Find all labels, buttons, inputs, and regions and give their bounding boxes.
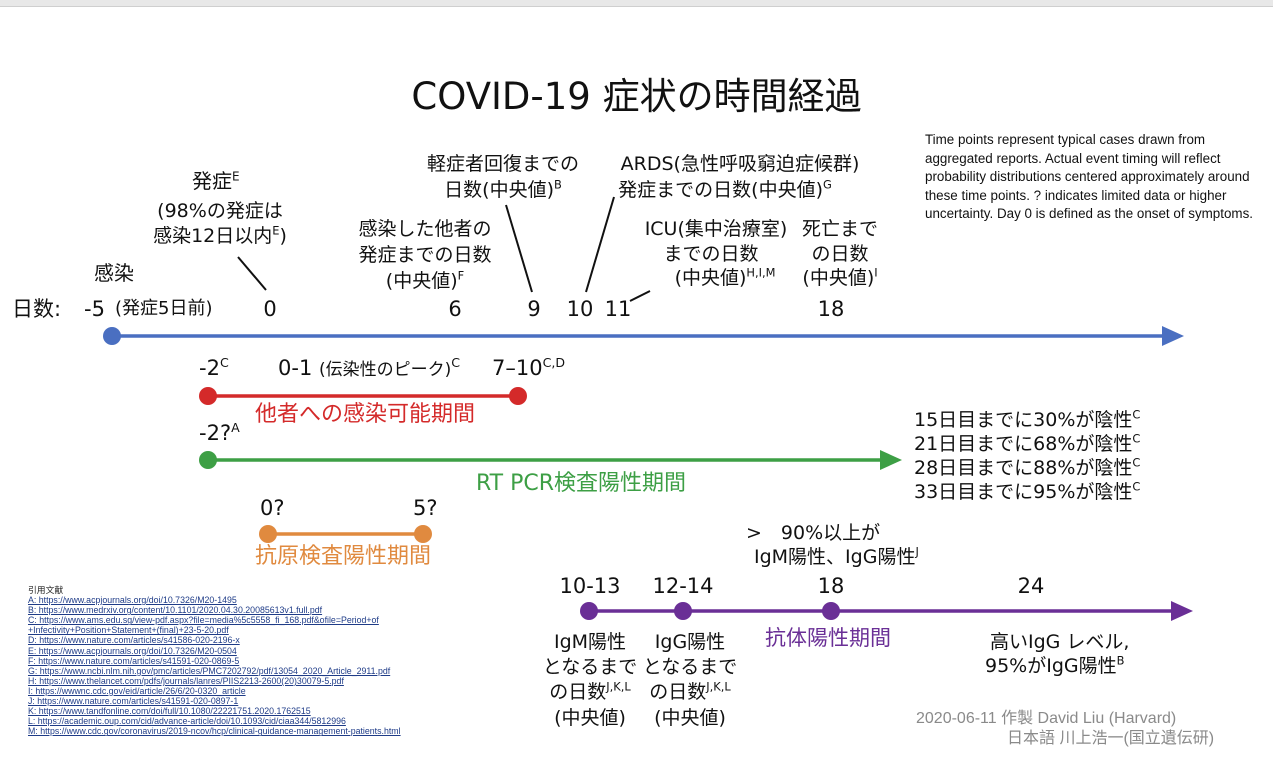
references-list: 引用文献 A: https://www.acpjournals.org/doi/… (28, 585, 401, 736)
tick-minus5: -5 (84, 297, 105, 321)
icu-line3: (中央値)H,I,M (674, 265, 776, 289)
antigen-end-label: 5? (413, 496, 438, 520)
reference-link[interactable]: D: https://www.nature.com/articles/s4158… (28, 635, 240, 646)
credit-translator: 日本語 川上浩一(国立遺伝研) (1007, 730, 1215, 747)
tick-18: 18 (817, 297, 845, 321)
pcr-negative-15: 15日目までに30%が陰性C (914, 407, 1141, 431)
mild-recovery-line1: 軽症者回復までの (426, 153, 579, 175)
antibody-point-24: 24 (1017, 574, 1045, 598)
ards-line2: 発症までの日数(中央値)G (618, 177, 832, 201)
ards-leader-line (585, 196, 615, 293)
death-line1: 死亡まで (801, 218, 878, 240)
antigen-end-dot (414, 525, 432, 543)
onset-leader-line (237, 256, 267, 291)
reference-link[interactable]: +Infectivity+Position+Statement+(final)+… (28, 625, 229, 636)
antigen-period-title: 抗原検査陽性期間 (255, 544, 432, 569)
pcr-negative-21: 21日目までに68%が陰性C (914, 431, 1141, 455)
infection-dot (103, 327, 121, 345)
day-axis-arrowhead (1162, 326, 1184, 346)
antibody-igg-dot (674, 602, 692, 620)
antibody-18-dot (822, 602, 840, 620)
chart-title: COVID-19 症状の時間経過 (411, 75, 862, 118)
tick-11: 11 (604, 297, 632, 321)
igm-line3: の日数J,K,L (549, 679, 631, 703)
tick-0: 0 (263, 297, 277, 321)
pcr-start-label: -2?A (199, 420, 240, 445)
high-igg-line1: 高いIgG レベル, (990, 631, 1130, 653)
reference-link[interactable]: I: https://wwwnc.cdc.gov/eid/article/26/… (28, 685, 246, 696)
reference-link[interactable]: B: https://www.medrxiv.org/content/10.11… (28, 605, 323, 616)
icu-line2: までの日数 (663, 243, 759, 265)
reference-link[interactable]: A: https://www.acpjournals.org/doi/10.73… (28, 595, 237, 606)
references-heading: 引用文献 (28, 585, 64, 595)
high-igg-line2: 95%がIgG陽性B (985, 653, 1125, 677)
igm-line4: (中央値) (554, 707, 626, 729)
pcr-start-dot (199, 451, 217, 469)
pcr-negative-33: 33日目までに95%が陰性C (914, 479, 1141, 503)
pcr-arrowhead (880, 450, 902, 470)
others-onset-line2: 発症までの日数 (358, 244, 492, 266)
death-line2: の日数 (811, 243, 869, 265)
others-onset-line1: 感染した他者の (358, 218, 492, 240)
infectious-end-label: 7–10C,D (492, 355, 566, 380)
icu-line1: ICU(集中治療室) (644, 218, 788, 240)
igg-line3: の日数J,K,L (649, 679, 731, 703)
antibody-over90-line1: > 90%以上が (746, 522, 881, 544)
reference-link[interactable]: E: https://www.acpjournals.org/doi/10.73… (28, 645, 237, 656)
window-top-bar (0, 0, 1273, 7)
antibody-point-10-13: 10-13 (559, 574, 621, 598)
methodology-note: Time points represent typical cases draw… (925, 132, 1253, 221)
antigen-start-dot (259, 525, 277, 543)
credit-author: 2020-06-11 作製 David Liu (Harvard) (916, 710, 1177, 727)
antibody-over90-line2: IgM陽性、IgG陽性J (754, 544, 919, 568)
igg-line2: となるまで (642, 656, 738, 678)
antibody-igm-dot (580, 602, 598, 620)
igg-line1: IgG陽性 (654, 631, 726, 653)
antibody-arrowhead (1171, 601, 1193, 621)
igm-line2: となるまで (542, 656, 638, 678)
igm-line1: IgM陽性 (553, 631, 627, 653)
ards-line1: ARDS(急性呼吸窮迫症候群) (620, 153, 860, 175)
others-onset-line3: (中央値)F (385, 268, 465, 292)
onset-title: 発症E (192, 169, 240, 193)
mild-leader-line (505, 204, 533, 293)
pcr-negative-28: 28日目までに88%が陰性C (914, 455, 1141, 479)
onset-detail-line2: 感染12日以内E) (153, 223, 287, 247)
infectious-end-dot (509, 387, 527, 405)
infectious-period-title: 他者への感染可能期間 (255, 402, 476, 427)
antibody-period-title: 抗体陽性期間 (765, 626, 891, 650)
pcr-period-title: RT PCR検査陽性期間 (476, 471, 687, 496)
infectious-peak-label: 0-1 (伝染性のピーク)C (278, 355, 461, 380)
tick-minus5-note: (発症5日前) (115, 298, 213, 319)
death-line3: (中央値)I (802, 265, 878, 289)
antibody-point-12-14: 12-14 (652, 574, 714, 598)
reference-link[interactable]: G: https://www.ncbi.nlm.nih.gov/pmc/arti… (28, 665, 391, 676)
reference-link[interactable]: J: https://www.nature.com/articles/s4159… (28, 696, 239, 707)
reference-link[interactable]: H: https://www.thelancet.com/pdfs/journa… (28, 675, 344, 686)
tick-6: 6 (448, 297, 462, 321)
infectious-start-dot (199, 387, 217, 405)
reference-link[interactable]: F: https://www.nature.com/articles/s4159… (28, 655, 240, 666)
infection-label: 感染 (94, 261, 134, 285)
reference-link[interactable]: L: https://academic.oup.com/cid/advance-… (28, 716, 346, 727)
tick-10: 10 (566, 297, 594, 321)
onset-detail-line1: (98%の発症は (157, 200, 283, 222)
antigen-start-label: 0? (260, 496, 285, 520)
igg-line4: (中央値) (654, 707, 726, 729)
antibody-point-18: 18 (817, 574, 845, 598)
infectious-start-label: -2C (199, 355, 229, 380)
mild-recovery-line2: 日数(中央値)B (444, 177, 562, 201)
reference-link[interactable]: M: https://www.cdc.gov/coronavirus/2019-… (28, 726, 401, 737)
axis-label: 日数: (12, 297, 62, 321)
reference-link[interactable]: K: https://www.tandfonline.com/doi/full/… (28, 706, 311, 717)
reference-link[interactable]: C: https://www.ams.edu.sg/view-pdf.aspx?… (28, 615, 379, 626)
tick-9: 9 (527, 297, 541, 321)
icu-leader-line (629, 290, 651, 302)
